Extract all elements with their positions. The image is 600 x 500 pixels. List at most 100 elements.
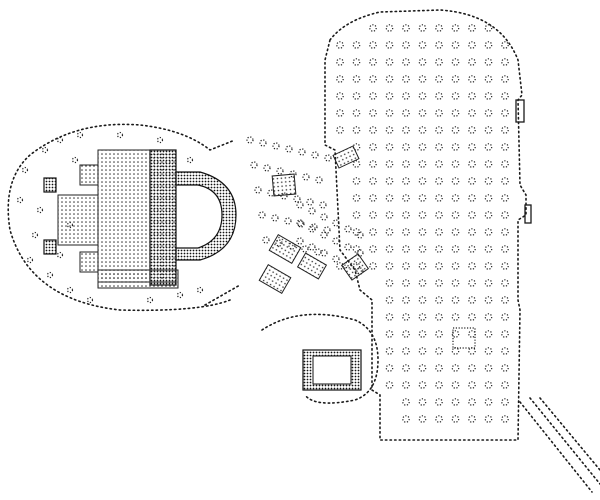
column-base <box>356 249 364 257</box>
column-base <box>484 415 493 423</box>
column-base <box>435 194 443 202</box>
column-base <box>451 296 460 304</box>
column-base <box>385 279 394 287</box>
column-base <box>402 109 410 117</box>
column-base <box>468 160 476 168</box>
column-base <box>501 177 509 185</box>
column-base <box>468 211 476 219</box>
column-base <box>484 143 493 151</box>
column-base <box>468 245 476 253</box>
building-south-annex <box>79 251 99 273</box>
oval-enclosure-outline <box>7 123 241 312</box>
column-base <box>297 220 305 228</box>
column-base <box>285 145 293 153</box>
column-base <box>435 109 443 117</box>
column-base <box>71 156 79 164</box>
column-base <box>451 92 460 100</box>
column-base <box>306 198 314 206</box>
column-base <box>451 143 460 151</box>
column-base <box>468 126 476 134</box>
column-base <box>435 415 443 423</box>
column-base <box>468 92 476 100</box>
column-base <box>501 313 509 321</box>
column-base <box>402 296 410 304</box>
column-base <box>352 109 361 117</box>
column-base <box>336 92 344 100</box>
column-base <box>484 41 493 49</box>
column-base <box>369 75 377 83</box>
column-base <box>468 313 476 321</box>
diagonal-ramp <box>519 397 600 493</box>
column-base <box>308 225 316 233</box>
column-base <box>146 296 154 304</box>
hatched-blocks <box>258 145 370 294</box>
column-base <box>385 160 394 168</box>
column-base <box>468 330 476 338</box>
column-base <box>402 194 410 202</box>
building-north-annex <box>79 164 99 186</box>
column-base <box>344 225 352 233</box>
column-base <box>369 41 377 49</box>
column-base <box>402 279 410 287</box>
column-base <box>320 213 328 221</box>
column-base <box>314 248 322 256</box>
column-base <box>451 194 460 202</box>
column-base <box>352 160 361 168</box>
column-base <box>418 92 427 100</box>
column-base <box>116 131 124 139</box>
column-base <box>176 291 184 299</box>
column-base <box>385 92 394 100</box>
column-base <box>418 364 427 372</box>
column-base <box>501 415 509 423</box>
column-base <box>468 279 476 287</box>
column-base <box>484 126 493 134</box>
building-small-block-sw <box>43 239 57 255</box>
column-base <box>31 231 39 239</box>
column-base <box>484 381 493 389</box>
column-base <box>402 347 410 355</box>
column-base <box>76 131 84 139</box>
column-base <box>369 126 377 134</box>
column-base <box>435 41 443 49</box>
column-base <box>402 415 410 423</box>
column-base <box>451 109 460 117</box>
building-small-block-nw <box>43 177 57 193</box>
column-base <box>451 228 460 236</box>
column-base <box>418 330 427 338</box>
column-base <box>402 330 410 338</box>
column-base <box>484 347 493 355</box>
column-base <box>484 330 493 338</box>
column-base <box>418 143 427 151</box>
column-base <box>352 58 361 66</box>
column-base <box>435 398 443 406</box>
column-base <box>296 219 304 227</box>
column-base <box>344 243 352 251</box>
column-base <box>418 58 427 66</box>
column-base <box>66 286 74 294</box>
column-base <box>435 347 443 355</box>
column-base <box>484 211 493 219</box>
column-base <box>293 195 301 203</box>
column-base <box>402 160 410 168</box>
column-base <box>451 347 460 355</box>
building-west-wing <box>57 194 99 246</box>
column-base <box>369 160 377 168</box>
column-base <box>385 126 394 134</box>
column-base <box>451 279 460 287</box>
column-base <box>402 211 410 219</box>
column-base <box>352 228 361 236</box>
column-base <box>484 75 493 83</box>
column-base <box>352 126 361 134</box>
column-base <box>311 151 319 159</box>
column-base <box>484 398 493 406</box>
column-base <box>385 381 394 389</box>
column-base <box>501 194 509 202</box>
column-base <box>484 279 493 287</box>
column-base <box>385 228 394 236</box>
small-pavilion <box>261 313 379 404</box>
column-base <box>418 211 427 219</box>
column-base <box>418 347 427 355</box>
column-base <box>418 177 427 185</box>
column-base <box>385 58 394 66</box>
